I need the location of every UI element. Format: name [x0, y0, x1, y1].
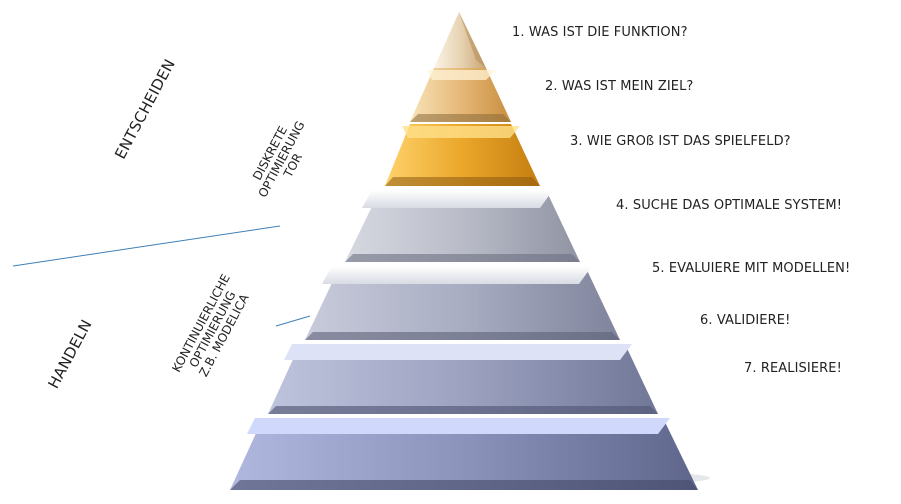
pyramid-level-1: [434, 12, 486, 68]
pyramid-level-5: [305, 266, 620, 340]
method-connector-line: [275, 315, 311, 327]
pyramid-level-2-bevel: [427, 70, 496, 80]
step-label-7: 7. REALISIERE!: [744, 361, 842, 376]
step-label-6: 6. VALIDIERE!: [700, 313, 791, 328]
pyramid-level-4-bevel: [362, 190, 553, 208]
phase-divider-line: [12, 225, 281, 267]
pyramid-level-7: [230, 418, 698, 490]
pyramid-level-6: [268, 344, 658, 414]
pyramid-level-6-ridge: [268, 406, 658, 414]
step-label-4: 4. SUCHE DAS OPTIMALE SYSTEM!: [616, 198, 843, 213]
pyramid-level-6-bevel: [284, 344, 632, 360]
pyramid-level-3-bevel: [402, 126, 520, 138]
pyramid-level-7-ridge: [230, 480, 698, 490]
pyramid-level-2: [410, 68, 511, 122]
pyramid-level-1-shade: [459, 12, 486, 68]
pyramid-level-5-ridge: [305, 332, 620, 340]
step-label-2: 2. WAS IST MEIN ZIEL?: [545, 79, 694, 94]
pyramid-level-5-bevel: [322, 266, 592, 284]
step-label-5: 5. EVALUIERE MIT MODELLEN!: [652, 261, 851, 276]
step-label-3: 3. WIE GROß IST DAS SPIELFELD?: [570, 134, 791, 149]
pyramid-level-4-ridge: [345, 254, 580, 262]
pyramid-level-7-bevel: [247, 418, 670, 434]
pyramid-level-3-ridge: [385, 177, 540, 186]
step-label-1: 1. WAS IST DIE FUNKTION?: [512, 25, 688, 40]
pyramid-level-2-ridge: [410, 114, 511, 122]
pyramid-level-3: [385, 124, 540, 186]
